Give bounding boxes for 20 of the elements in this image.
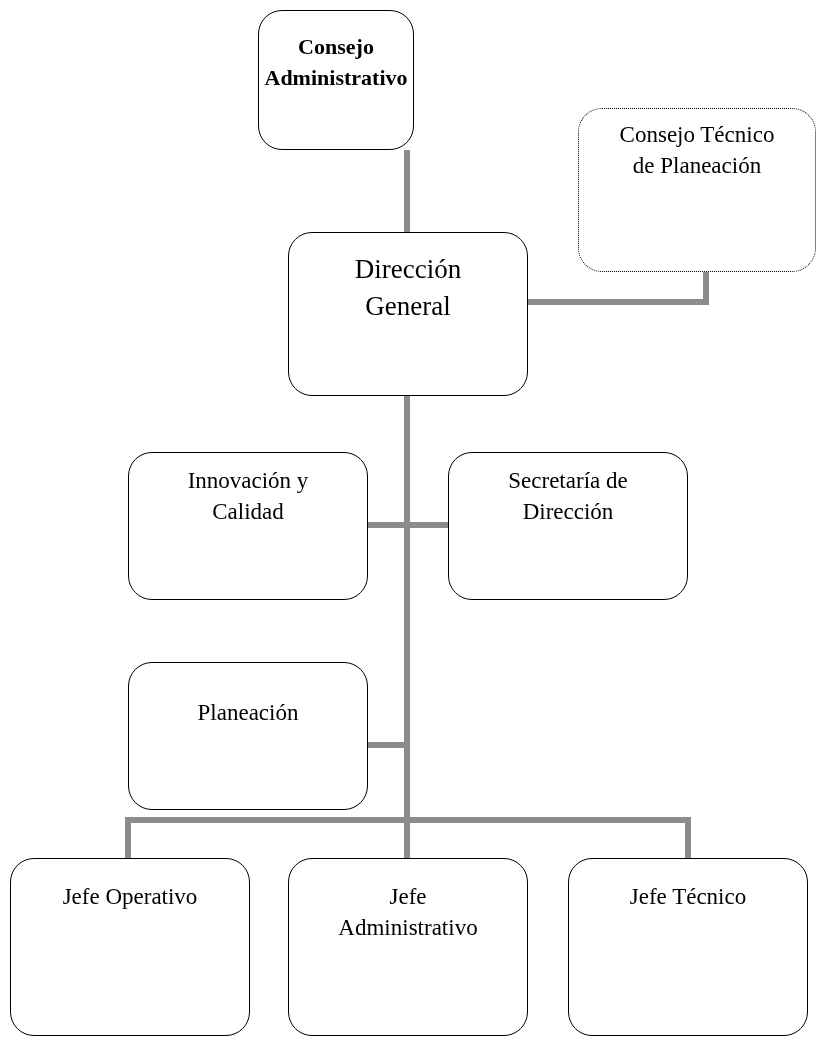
- box-label: Consejo Técnico de Planeación: [618, 121, 776, 180]
- org-box: [258, 10, 414, 150]
- box-label: Planeación: [196, 699, 300, 727]
- box-label: Secretaría de Dirección: [507, 467, 629, 526]
- org-box: [578, 108, 816, 272]
- box-label: Jefe Operativo: [61, 883, 199, 911]
- box-label: Innovación y Calidad: [186, 467, 310, 526]
- org-box: [568, 858, 808, 1036]
- org-box: [10, 858, 250, 1036]
- org-box: [288, 858, 528, 1036]
- org-box: [288, 232, 528, 396]
- box-label: Jefe Técnico: [628, 883, 748, 911]
- connector-line: [404, 150, 410, 232]
- box-label: Jefe Administrativo: [337, 883, 479, 942]
- box-label: Dirección General: [353, 253, 463, 323]
- org-box: [448, 452, 688, 600]
- org-box: [128, 662, 368, 810]
- box-label: Consejo Administrativo: [263, 33, 409, 92]
- connector-line: [528, 272, 709, 305]
- org-box: [128, 452, 368, 600]
